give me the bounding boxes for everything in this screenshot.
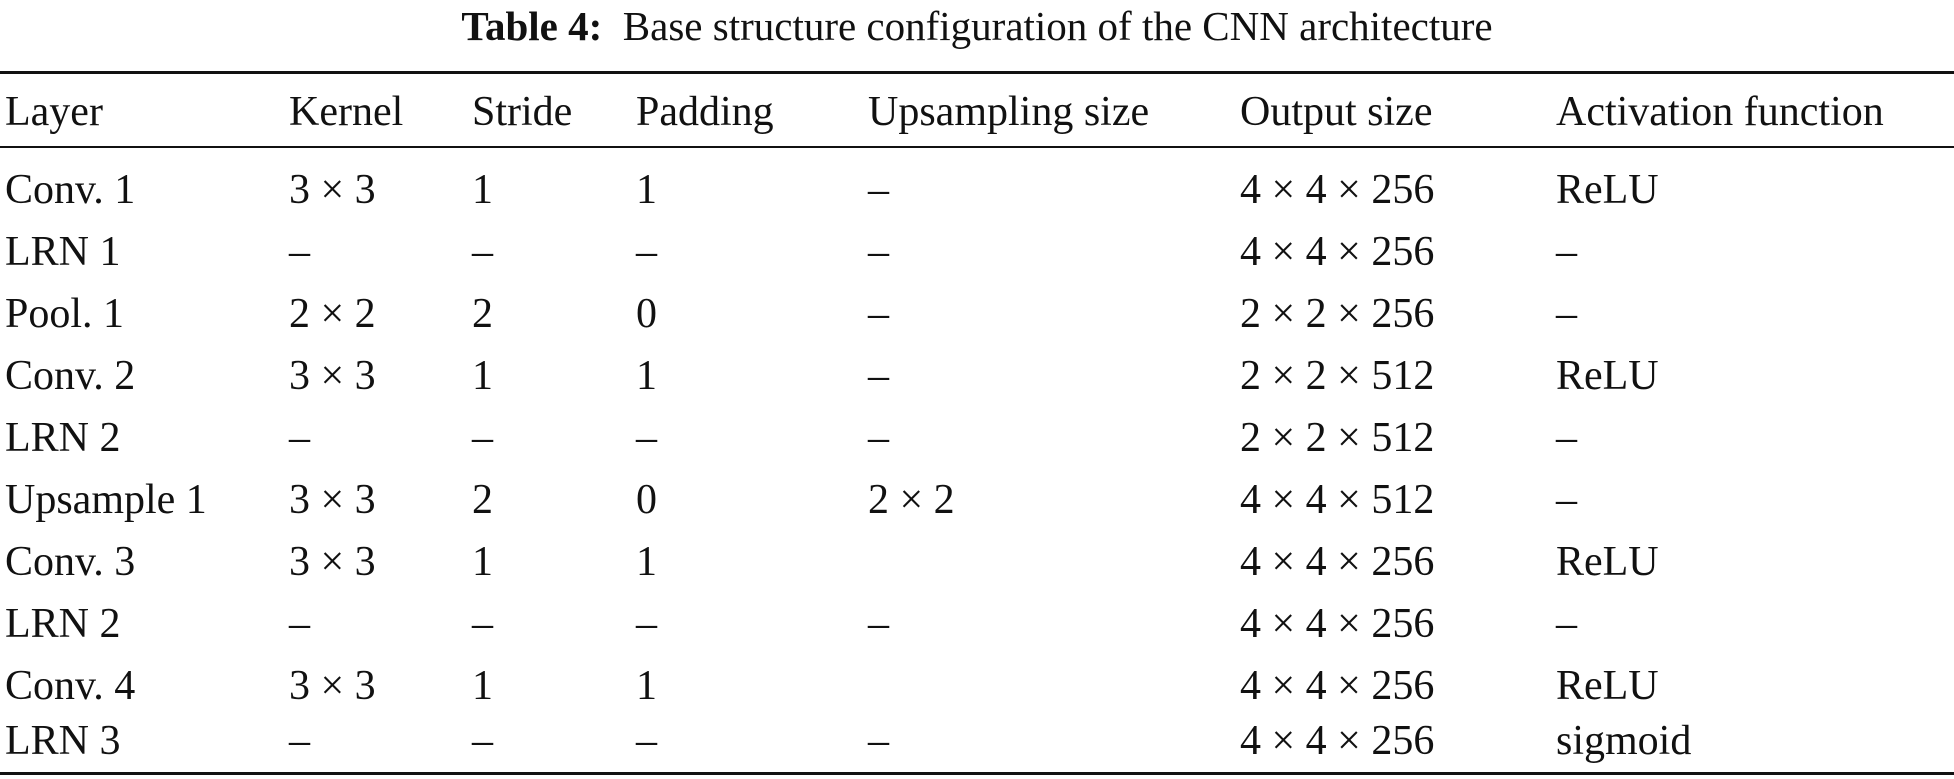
cell-upsampling-size: –: [868, 353, 889, 399]
table-row: Conv. 3 3 × 3 1 1 4 × 4 × 256 ReLU: [0, 531, 1954, 593]
cell-activation-function: ReLU: [1556, 663, 1659, 709]
cell-output-size: 4 × 4 × 512: [1240, 477, 1435, 523]
cell-layer: LRN 1: [5, 229, 121, 275]
cell-activation-function: –: [1556, 291, 1577, 337]
cell-upsampling-size: –: [868, 167, 889, 213]
table-row: Pool. 1 2 × 2 2 0 – 2 × 2 × 256 –: [0, 283, 1954, 345]
cell-stride: 2: [472, 291, 493, 337]
header-output-size: Output size: [1240, 89, 1433, 135]
cell-activation-function: –: [1556, 229, 1577, 275]
cell-output-size: 2 × 2 × 512: [1240, 353, 1435, 399]
cell-padding: 0: [636, 477, 657, 523]
cell-kernel: –: [289, 415, 310, 461]
cell-stride: –: [472, 415, 493, 461]
table-caption-text: Base structure configuration of the CNN …: [622, 3, 1493, 49]
cell-padding: –: [636, 601, 657, 647]
cell-activation-function: ReLU: [1556, 539, 1659, 585]
cell-kernel: 3 × 3: [289, 353, 376, 399]
cell-layer: Conv. 2: [5, 353, 136, 399]
cell-layer: Upsample 1: [5, 477, 207, 523]
cell-output-size: 4 × 4 × 256: [1240, 663, 1435, 709]
cell-output-size: 4 × 4 × 256: [1240, 718, 1435, 764]
cell-layer: LRN 3: [5, 718, 121, 764]
table-top-rule: [0, 71, 1954, 74]
header-stride: Stride: [472, 89, 573, 135]
cell-padding: –: [636, 229, 657, 275]
cell-kernel: 3 × 3: [289, 663, 376, 709]
cell-layer: LRN 2: [5, 601, 121, 647]
table-row: LRN 1 – – – – 4 × 4 × 256 –: [0, 221, 1954, 283]
table-row: LRN 2 – – – – 2 × 2 × 512 –: [0, 407, 1954, 469]
cell-output-size: 4 × 4 × 256: [1240, 601, 1435, 647]
cell-output-size: 4 × 4 × 256: [1240, 539, 1435, 585]
cell-activation-function: ReLU: [1556, 353, 1659, 399]
cell-stride: –: [472, 718, 493, 764]
cell-kernel: 3 × 3: [289, 477, 376, 523]
cell-stride: 2: [472, 477, 493, 523]
cell-layer: Conv. 1: [5, 167, 136, 213]
cell-padding: 1: [636, 353, 657, 399]
cell-stride: –: [472, 229, 493, 275]
cell-padding: 1: [636, 663, 657, 709]
cell-kernel: 2 × 2: [289, 291, 376, 337]
cell-layer: Conv. 3: [5, 539, 136, 585]
cell-activation-function: sigmoid: [1556, 718, 1692, 764]
cell-padding: –: [636, 718, 657, 764]
header-activation-function: Activation function: [1556, 89, 1884, 135]
cell-kernel: –: [289, 718, 310, 764]
table-row: Upsample 1 3 × 3 2 0 2 × 2 4 × 4 × 512 –: [0, 469, 1954, 531]
cell-padding: 1: [636, 539, 657, 585]
table-caption-label: Table 4:: [461, 3, 603, 49]
cell-kernel: 3 × 3: [289, 167, 376, 213]
cell-upsampling-size: –: [868, 415, 889, 461]
cell-activation-function: –: [1556, 601, 1577, 647]
header-upsampling-size: Upsampling size: [868, 89, 1150, 135]
cell-padding: 1: [636, 167, 657, 213]
cell-padding: 0: [636, 291, 657, 337]
cell-output-size: 4 × 4 × 256: [1240, 229, 1435, 275]
table-row: LRN 3 – – – – 4 × 4 × 256 sigmoid: [0, 710, 1954, 772]
table-row: LRN 2 – – – – 4 × 4 × 256 –: [0, 593, 1954, 655]
cell-layer: Conv. 4: [5, 663, 136, 709]
table-header-rule: [0, 146, 1954, 148]
cell-kernel: –: [289, 229, 310, 275]
cell-stride: 1: [472, 167, 493, 213]
cell-stride: 1: [472, 539, 493, 585]
cell-upsampling-size: –: [868, 601, 889, 647]
cell-output-size: 4 × 4 × 256: [1240, 167, 1435, 213]
cell-activation-function: ReLU: [1556, 167, 1659, 213]
cell-upsampling-size: 2 × 2: [868, 477, 955, 523]
table-row: Conv. 2 3 × 3 1 1 – 2 × 2 × 512 ReLU: [0, 345, 1954, 407]
cell-upsampling-size: –: [868, 718, 889, 764]
cell-upsampling-size: –: [868, 229, 889, 275]
table-row: Conv. 1 3 × 3 1 1 – 4 × 4 × 256 ReLU: [0, 159, 1954, 221]
header-layer: Layer: [5, 89, 103, 135]
cell-padding: –: [636, 415, 657, 461]
cell-output-size: 2 × 2 × 256: [1240, 291, 1435, 337]
cell-layer: LRN 2: [5, 415, 121, 461]
cell-activation-function: –: [1556, 415, 1577, 461]
cell-layer: Pool. 1: [5, 291, 125, 337]
cell-kernel: 3 × 3: [289, 539, 376, 585]
table-caption: Table 4: Base structure configuration of…: [0, 2, 1954, 50]
header-padding: Padding: [636, 89, 774, 135]
cell-output-size: 2 × 2 × 512: [1240, 415, 1435, 461]
cell-activation-function: –: [1556, 477, 1577, 523]
cell-kernel: –: [289, 601, 310, 647]
table-row: Conv. 4 3 × 3 1 1 4 × 4 × 256 ReLU: [0, 655, 1954, 717]
table-header-row: Layer Kernel Stride Padding Upsampling s…: [0, 81, 1954, 143]
table-bottom-rule: [0, 772, 1954, 775]
cell-stride: –: [472, 601, 493, 647]
cell-upsampling-size: –: [868, 291, 889, 337]
cell-stride: 1: [472, 663, 493, 709]
header-kernel: Kernel: [289, 89, 404, 135]
cell-stride: 1: [472, 353, 493, 399]
